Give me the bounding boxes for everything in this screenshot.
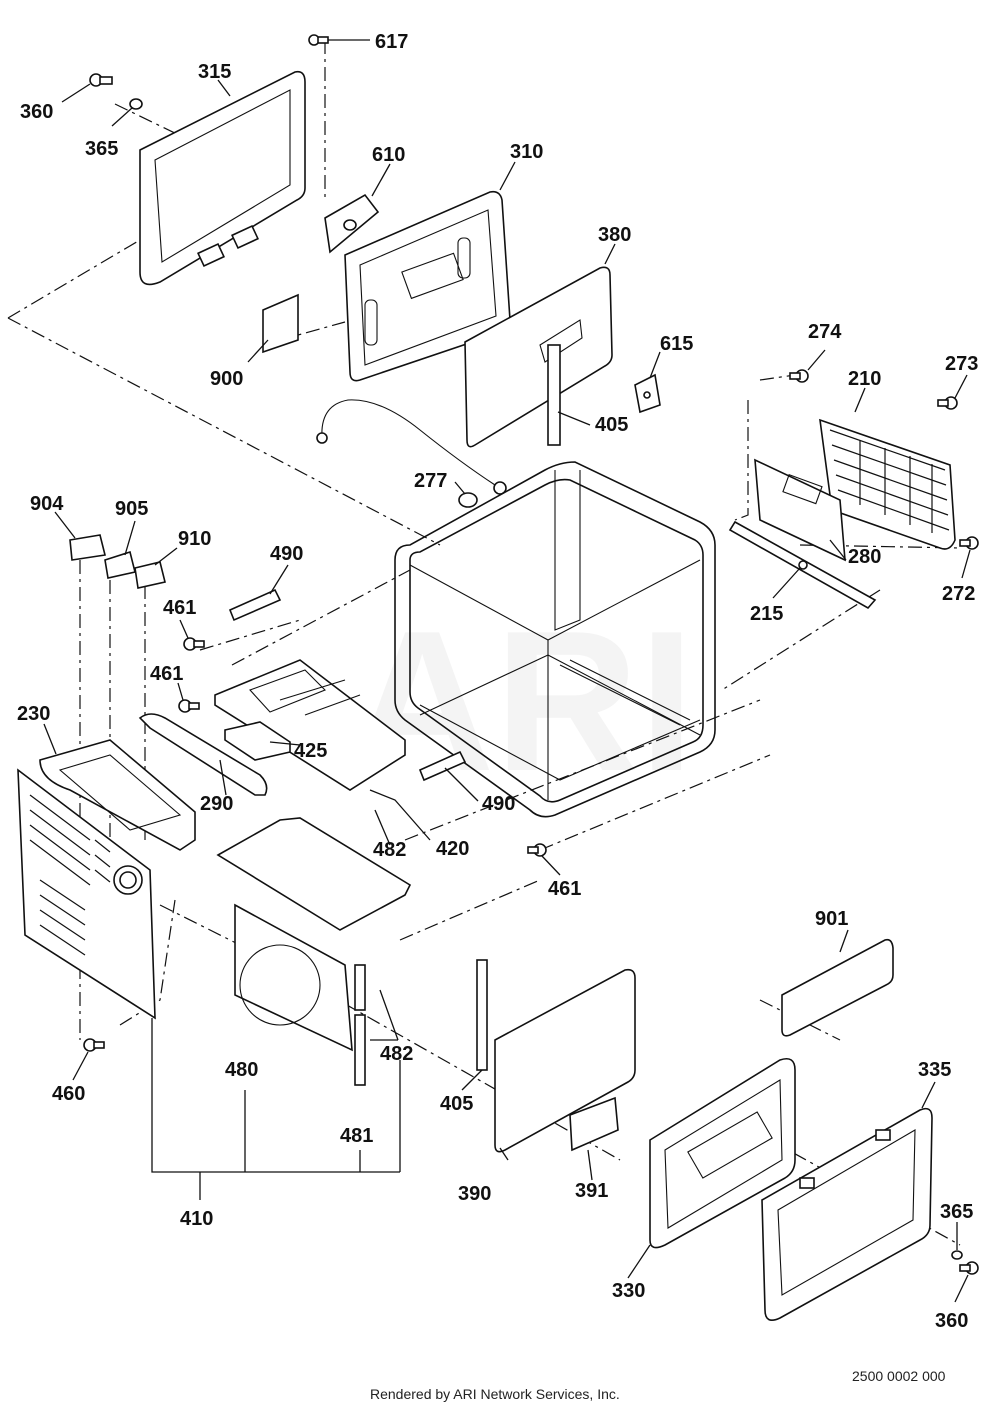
label-230: 230 bbox=[17, 703, 50, 725]
mat-482-top bbox=[216, 817, 412, 931]
label-365-top: 365 bbox=[85, 138, 118, 160]
label-420: 420 bbox=[436, 838, 469, 860]
door-frame-335 bbox=[761, 1107, 933, 1321]
screw-617 bbox=[308, 34, 329, 46]
strip-405-bottom bbox=[476, 959, 488, 1071]
label-410: 410 bbox=[180, 1208, 213, 1230]
label-390: 390 bbox=[458, 1183, 491, 1205]
label-405-bottom: 405 bbox=[440, 1093, 473, 1115]
label-274: 274 bbox=[808, 321, 842, 343]
label-904 bbox=[69, 534, 106, 561]
label-615: 615 bbox=[660, 333, 693, 355]
label-425: 425 bbox=[294, 740, 327, 762]
foam-390 bbox=[494, 968, 636, 1153]
label-405-top: 405 bbox=[595, 414, 628, 436]
label-910 bbox=[134, 561, 166, 589]
label-310: 310 bbox=[510, 141, 543, 163]
baffle-480 bbox=[234, 903, 353, 1052]
label-380: 380 bbox=[598, 224, 631, 246]
label-277: 277 bbox=[414, 470, 447, 492]
label-365-bottom: 365 bbox=[940, 1201, 973, 1223]
label-482-side: 482 bbox=[380, 1043, 413, 1065]
label-900: 900 bbox=[210, 368, 243, 390]
label-461-c: 461 bbox=[548, 878, 581, 900]
label-460: 460 bbox=[52, 1083, 85, 1105]
pad-490-bottom bbox=[418, 750, 467, 782]
frame-cage bbox=[394, 461, 716, 818]
screw-272 bbox=[959, 536, 979, 550]
label-904: 904 bbox=[30, 493, 64, 515]
label-330: 330 bbox=[612, 1280, 645, 1302]
label-461-a: 461 bbox=[163, 597, 196, 619]
front-panel bbox=[17, 768, 156, 1020]
label-610: 610 bbox=[372, 144, 405, 166]
label-215: 215 bbox=[750, 603, 783, 625]
label-280: 280 bbox=[848, 546, 881, 568]
label-901 bbox=[781, 938, 894, 1037]
label-290: 290 bbox=[200, 793, 233, 815]
label-360-top: 360 bbox=[20, 101, 53, 123]
bracket-215 bbox=[728, 520, 877, 610]
label-482-top: 482 bbox=[373, 839, 406, 861]
part-labels: 617 315 360 365 610 310 380 615 900 405 … bbox=[17, 31, 978, 1332]
grommet-365-bottom bbox=[951, 1250, 963, 1260]
pad-490-top bbox=[228, 588, 282, 622]
label-901: 901 bbox=[815, 908, 848, 930]
screw-461-c bbox=[527, 843, 547, 857]
label-461-b: 461 bbox=[150, 663, 183, 685]
footer-credit: Rendered by ARI Network Services, Inc. bbox=[370, 1386, 620, 1402]
label-280 bbox=[754, 458, 846, 562]
grommet-365-top bbox=[129, 98, 143, 110]
block-425 bbox=[224, 721, 291, 761]
cover-610 bbox=[324, 193, 380, 254]
drawing-number: 2500 0002 000 bbox=[852, 1368, 946, 1384]
grille-210 bbox=[819, 418, 956, 550]
label-900 bbox=[262, 293, 299, 354]
strip-405-top bbox=[547, 344, 561, 446]
leader-lines bbox=[43, 39, 971, 1303]
door-frame-315 bbox=[139, 70, 306, 286]
screw-461-a bbox=[183, 637, 205, 651]
ground-cable bbox=[316, 399, 507, 495]
label-210: 210 bbox=[848, 368, 881, 390]
label-490-bottom: 490 bbox=[482, 793, 515, 815]
label-490-top: 490 bbox=[270, 543, 303, 565]
door-330 bbox=[649, 1057, 796, 1249]
label-391: 391 bbox=[575, 1180, 608, 1202]
bracket-615 bbox=[634, 373, 661, 414]
pad-391 bbox=[569, 1096, 619, 1152]
strip-482-side bbox=[354, 964, 366, 1086]
label-272: 272 bbox=[942, 583, 975, 605]
label-273: 273 bbox=[945, 353, 978, 375]
label-360-bottom: 360 bbox=[935, 1310, 968, 1332]
screw-461-b bbox=[178, 699, 200, 713]
label-315: 315 bbox=[198, 61, 231, 83]
nut-277 bbox=[458, 492, 478, 508]
label-905: 905 bbox=[115, 498, 148, 520]
watermark: ARI bbox=[350, 590, 694, 813]
label-481: 481 bbox=[340, 1125, 373, 1147]
label-480: 480 bbox=[225, 1059, 258, 1081]
screw-360-bottom bbox=[959, 1261, 979, 1275]
label-905 bbox=[104, 550, 136, 579]
console-230 bbox=[39, 739, 196, 851]
label-910: 910 bbox=[178, 528, 211, 550]
handle-290 bbox=[138, 713, 268, 796]
label-335: 335 bbox=[918, 1059, 951, 1081]
label-617: 617 bbox=[375, 31, 408, 53]
foam-380 bbox=[464, 266, 613, 448]
screw-273 bbox=[937, 396, 958, 410]
plate-420 bbox=[214, 659, 406, 791]
screw-274 bbox=[789, 369, 809, 383]
screw-460 bbox=[83, 1038, 105, 1052]
screw-360-top bbox=[89, 73, 113, 87]
